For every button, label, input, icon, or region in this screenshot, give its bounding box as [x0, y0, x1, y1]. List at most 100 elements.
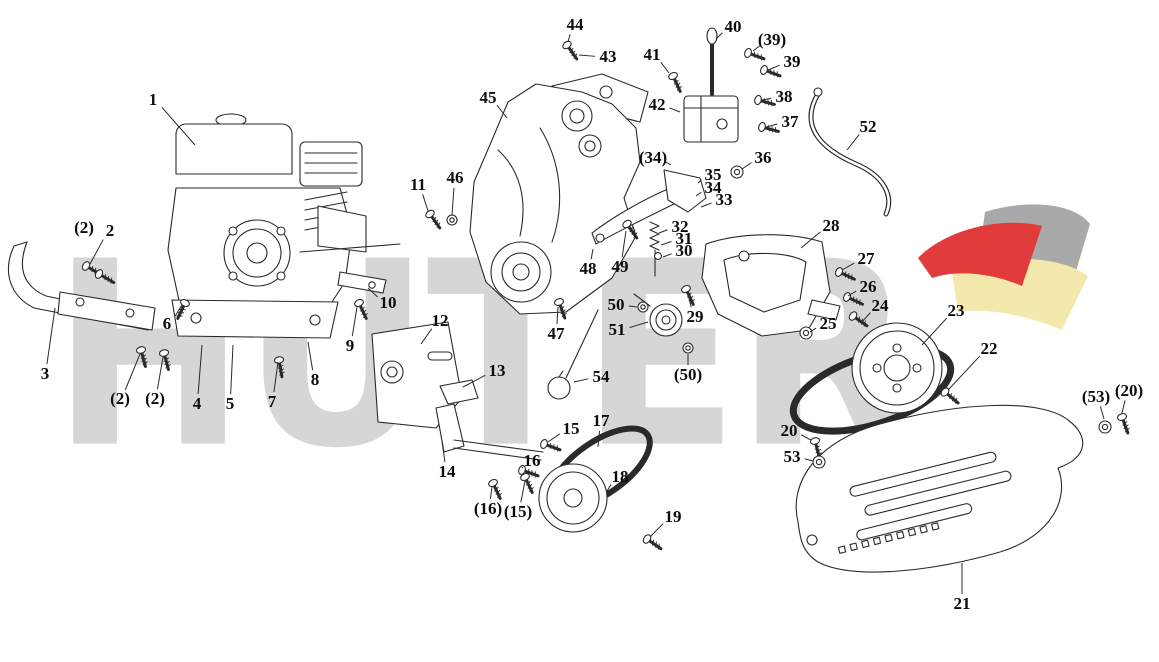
part-label: 45: [479, 88, 497, 107]
leader-line: [800, 231, 821, 249]
leader-line: [578, 54, 596, 57]
part-label: 14: [438, 462, 456, 481]
leader-line: [741, 162, 752, 170]
part-label: 4: [192, 394, 202, 413]
leader-line: [489, 486, 493, 500]
leader-line: [161, 106, 196, 146]
part-label: 1: [148, 90, 158, 109]
part-label: 9: [345, 336, 355, 355]
leader-line: [765, 123, 778, 128]
part-label: 38: [775, 87, 793, 106]
part-label: 41: [643, 45, 661, 64]
leader-line: [658, 229, 668, 234]
part-label: 30: [675, 241, 693, 260]
part-label: (15): [503, 502, 533, 521]
part-label: 27: [857, 249, 875, 268]
leader-line: [606, 484, 612, 492]
part-label: 3: [40, 364, 50, 383]
leader-line: [621, 230, 627, 258]
part-label: 52: [859, 117, 877, 136]
engine-drawing: [167, 113, 401, 339]
leader-line: [496, 104, 508, 119]
leader-line: [948, 355, 981, 390]
handlebar-drawing: [7, 241, 156, 331]
part-label: 31: [675, 229, 693, 248]
leader-line: [761, 97, 772, 101]
spring-rod-drawing: [547, 309, 599, 400]
part-label: 36: [754, 148, 772, 167]
leader-line: [367, 287, 378, 298]
tensioner-pulley-drawing: [633, 293, 683, 337]
leader-line: [124, 353, 141, 391]
part-label: 53: [783, 447, 801, 466]
leader-line: [660, 61, 670, 74]
leader-line: [573, 378, 589, 383]
leader-line: [273, 361, 279, 393]
part-label: 34: [704, 178, 722, 197]
leader-line: [197, 344, 203, 395]
part-label: (2): [145, 389, 165, 408]
leader-line: [649, 523, 664, 538]
leader-line: [847, 290, 857, 297]
leader-line: [521, 466, 524, 469]
part-label: 37: [781, 112, 799, 131]
part-label: 22: [980, 339, 998, 358]
part-label: 5: [225, 394, 235, 413]
part-label: 2: [105, 221, 115, 240]
leader-line: [174, 304, 183, 317]
part-label: 23: [947, 301, 965, 320]
part-label: 54: [592, 367, 610, 386]
bent-rod-drawing: [808, 87, 892, 217]
leader-line: [351, 306, 358, 337]
leader-line: [715, 32, 723, 40]
leader-line: [422, 194, 429, 212]
part-label: 19: [664, 507, 682, 526]
part-label: 8: [310, 370, 320, 389]
leader-line: [156, 356, 164, 390]
leader-line: [597, 430, 601, 448]
part-label: 12: [431, 311, 449, 330]
leader-line: [520, 480, 526, 503]
transmission-drawing: [469, 73, 649, 315]
part-label: 43: [599, 47, 617, 66]
leader-line: [307, 341, 314, 371]
part-label: (16): [473, 499, 503, 518]
part-label: 42: [648, 95, 666, 114]
leader-line: [451, 187, 455, 216]
leader-line: [462, 374, 486, 388]
part-label: 48: [579, 259, 597, 278]
upper-bracket-drawing: [683, 27, 739, 143]
leader-line: [46, 307, 56, 365]
part-label: 25: [819, 314, 837, 333]
leader-line: [230, 344, 234, 395]
leader-line: [1099, 406, 1105, 420]
part-label: 28: [822, 216, 840, 235]
leader-line: [662, 253, 672, 258]
side-plate-drawing: [701, 234, 841, 337]
part-label: (53): [1081, 387, 1111, 406]
belt-cover-drawing: [795, 404, 1084, 573]
part-label: 13: [488, 361, 506, 380]
part-label: 40: [724, 17, 742, 36]
part-label: 24: [871, 296, 889, 315]
leader-line: [1121, 400, 1126, 414]
part-label: (39): [757, 30, 787, 49]
part-label: (2): [74, 218, 94, 237]
part-label: 29: [686, 307, 704, 326]
leader-line: [767, 64, 780, 71]
part-label: 33: [715, 190, 733, 209]
part-label: (50): [673, 365, 703, 384]
leader-line: [89, 239, 104, 265]
leader-line: [628, 305, 638, 308]
part-label: (2): [110, 389, 130, 408]
part-label: 26: [859, 277, 877, 296]
part-label: 15: [562, 419, 580, 438]
leader-line: [547, 433, 560, 443]
leader-line: [800, 434, 812, 441]
leader-line: [921, 317, 948, 346]
leader-line: [629, 321, 649, 328]
drive-pulley-drawing: [789, 322, 955, 435]
part-label: 16: [523, 451, 541, 470]
part-label: 47: [547, 324, 565, 343]
